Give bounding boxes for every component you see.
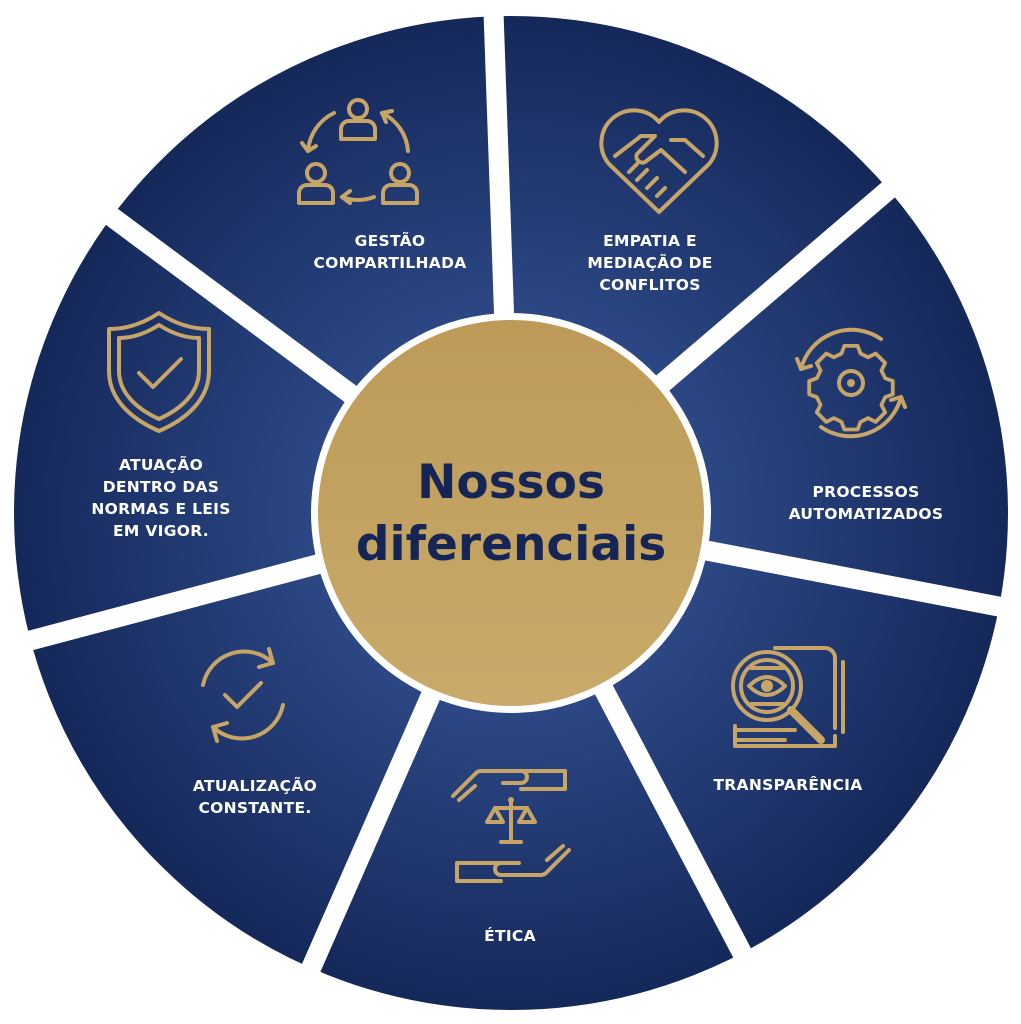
segment-label-line: DENTRO DAS (103, 478, 220, 496)
segment-label-line: AUTOMATIZADOS (789, 505, 944, 523)
segment-label-line: ATUAÇÃO (119, 455, 203, 474)
segment-3 (604, 550, 1001, 954)
center-title-line2: diferenciais (356, 517, 666, 572)
segment-label-line: PROCESSOS (812, 483, 919, 501)
segment-label-line: EM VIGOR. (113, 522, 209, 540)
center-disc (318, 320, 704, 706)
segment-content-7: ATUAÇÃO DENTRO DAS NORMAS E LEIS EM VIGOR. (91, 311, 230, 540)
segment-5 (29, 564, 431, 969)
segment-1 (493, 15, 890, 383)
segment-separator (100, 204, 360, 405)
segment-4 (310, 690, 743, 1011)
segment-content-2: EMPATIA E MEDIAÇÃO DE CONFLITOS (587, 108, 719, 294)
segment-6 (13, 216, 351, 641)
segment-label-line: MEDIAÇÃO DE (587, 253, 712, 272)
segment-content-6: ATUALIZAÇÃO CONSTANTE. (193, 647, 317, 817)
segment-label-line: CONFLITOS (599, 276, 700, 294)
segment-separator (593, 681, 755, 964)
segment-2 (662, 189, 1009, 607)
segment-separator (299, 688, 442, 979)
center-title-line1: Nossos (417, 455, 605, 510)
segment-separator (653, 177, 901, 394)
segments-content: GESTÃO COMPARTILHADA EMPATIA E MEDIAÇÃO DE C… (91, 98, 944, 945)
segment-label-line: ÉTICA (484, 926, 536, 945)
segment-content-3: PROCESSOS AUTOMATIZADOS (789, 327, 944, 523)
segment-separator (483, 8, 515, 318)
segment-separator (21, 553, 325, 652)
segment-label-line: NORMAS E LEIS (91, 500, 230, 518)
segment-label-line: GESTÃO (355, 231, 426, 250)
segment-label-line: CONSTANTE. (198, 799, 311, 817)
segment-label-line: COMPARTILHADA (313, 254, 466, 272)
segment-label-line: TRANSPARÊNCIA (713, 775, 862, 794)
segment-label-line: EMPATIA E (603, 232, 697, 250)
segment-content-5: ÉTICA (451, 769, 571, 945)
segment-label-line: ATUALIZAÇÃO (193, 776, 317, 795)
segment-content-4: TRANSPARÊNCIA (713, 648, 862, 794)
segment-content-1: GESTÃO COMPARTILHADA (297, 98, 466, 272)
segment-separator (701, 540, 1008, 618)
